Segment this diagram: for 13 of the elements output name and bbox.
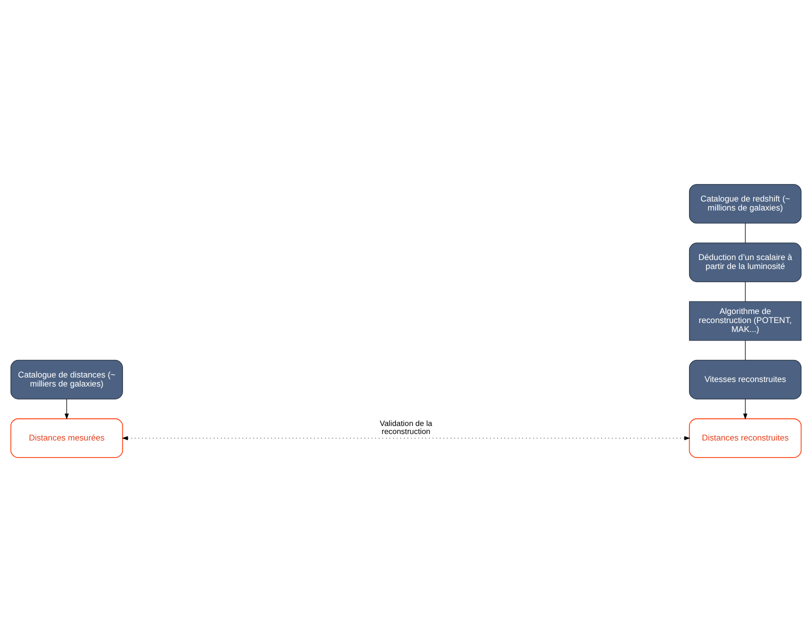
node-box: Distances reconstruites [688,418,802,458]
node-box: Catalogue de distances (~ milliers de galaxies) [10,360,123,400]
connector [744,223,746,244]
arrow [122,436,690,440]
node-box: Vitesses reconstruites [689,360,802,400]
connector [744,340,746,360]
arrow [64,398,69,420]
arrow [743,398,748,420]
connector [744,282,746,302]
node-box: Catalogue de redshift (~ millions de galaxies) [689,184,802,224]
node-box: Déduction d’un scalaire à partir de la luminosité [689,242,802,282]
node-box: Distances mesurées [10,418,124,458]
node-box: Algorithme de reconstruction (POTENT, MAK...) [689,301,802,341]
